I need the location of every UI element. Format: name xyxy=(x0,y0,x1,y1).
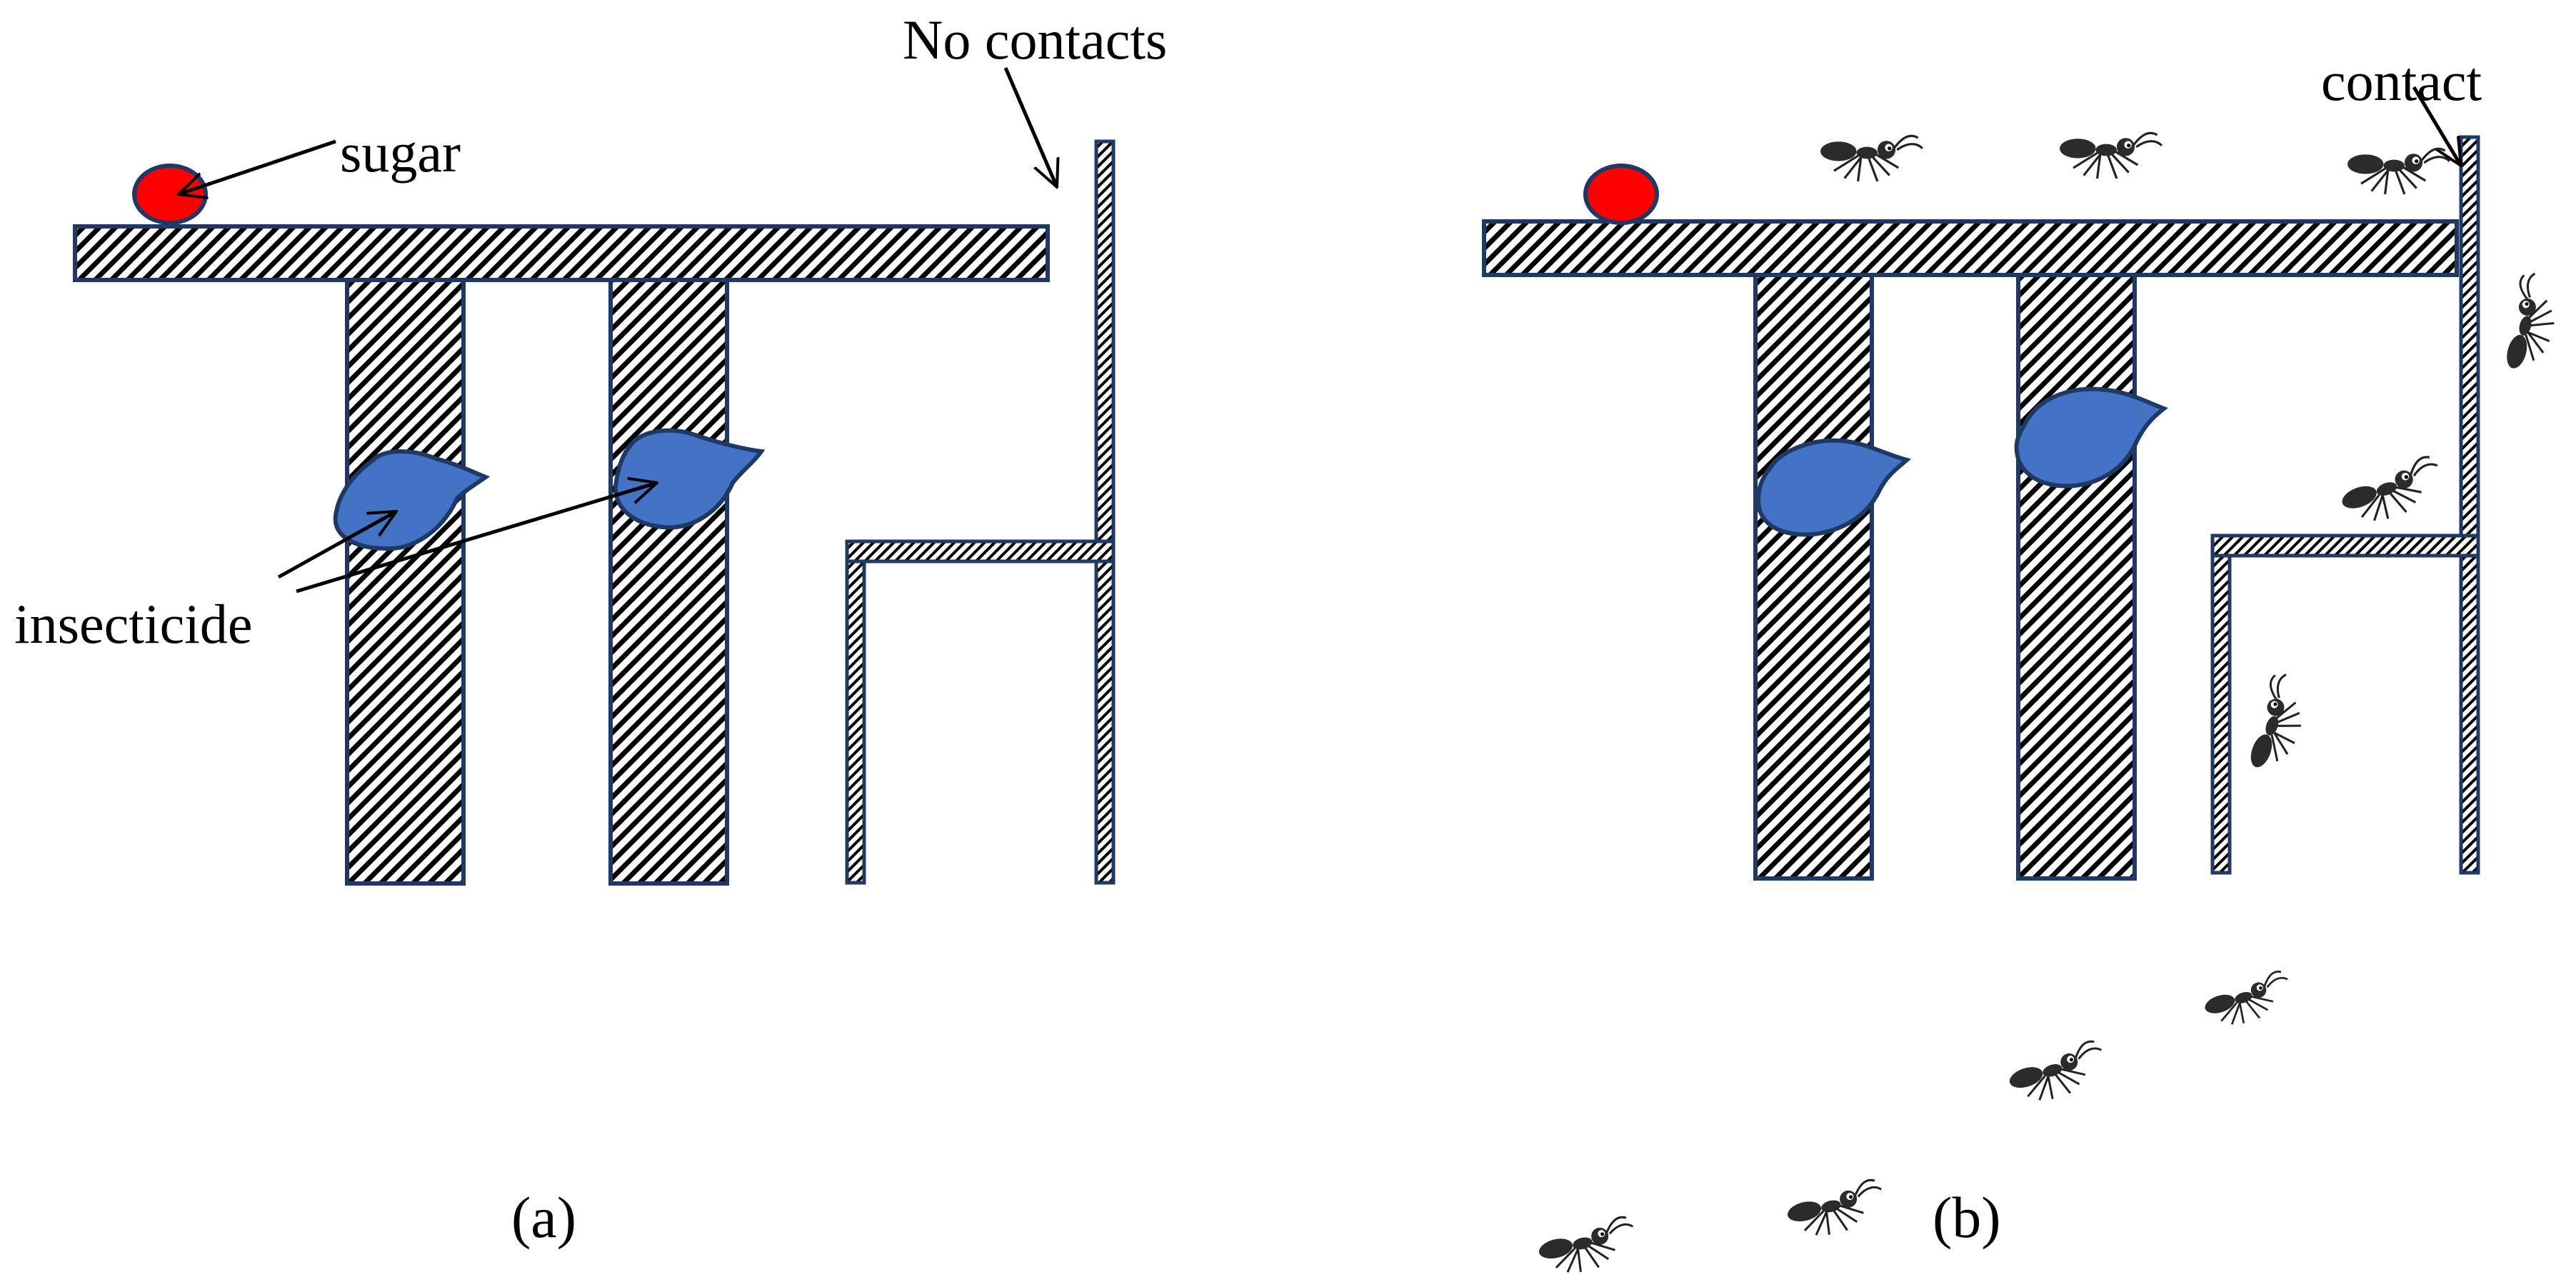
contact-arrow xyxy=(2412,86,2461,166)
insecticide-arrow-left xyxy=(277,511,396,579)
contact-label: contact xyxy=(2321,50,2482,112)
table-leg-right-a xyxy=(608,278,729,886)
table-top-a xyxy=(73,224,1050,282)
chair-seat-a xyxy=(845,539,1116,564)
insecticide-blob-right-a xyxy=(613,428,766,530)
table-leg-left-a xyxy=(345,278,466,886)
table-leg-left-b xyxy=(1753,273,1874,881)
ant-icon xyxy=(1819,134,1924,183)
chair-back-a xyxy=(1094,139,1116,885)
ant-icon xyxy=(2058,131,2163,180)
ant-icon xyxy=(2346,147,2451,196)
insecticide-arrow-right xyxy=(296,483,657,594)
panel-b: contact (b) xyxy=(1482,50,2567,1282)
ant-icon xyxy=(1534,1213,1642,1282)
panel-b-label: (b) xyxy=(1933,1185,2001,1250)
ant-icon xyxy=(2004,1037,2113,1111)
chair-front-leg-a xyxy=(845,559,866,885)
ant-icon xyxy=(2200,968,2297,1035)
sugar-label: sugar xyxy=(340,121,461,184)
insecticide-blob-right-b xyxy=(2014,386,2169,489)
insecticide-blob-left-b xyxy=(1755,438,1912,537)
no-contacts-label: No contacts xyxy=(903,9,1167,71)
table-top-b xyxy=(1482,219,2459,277)
chair-front-leg-b xyxy=(2210,554,2232,875)
insecticide-label: insecticide xyxy=(14,593,253,655)
panel-a-label: (a) xyxy=(511,1185,576,1250)
sugar-arrow xyxy=(179,139,336,194)
ant-icon xyxy=(1783,1176,1890,1245)
sugar-cube-b xyxy=(1583,164,1659,225)
panel-a: sugar insecticide No contacts (a) xyxy=(14,9,1167,1250)
ant-icon xyxy=(2240,669,2317,778)
ant-icon xyxy=(2497,269,2567,377)
chair-seat-b xyxy=(2210,534,2480,558)
ant-icon xyxy=(2336,453,2450,533)
chair-back-b xyxy=(2459,135,2480,875)
no-contacts-arrow xyxy=(1003,67,1057,187)
table-leg-right-b xyxy=(2016,273,2137,881)
sugar-cube-a xyxy=(132,164,208,225)
